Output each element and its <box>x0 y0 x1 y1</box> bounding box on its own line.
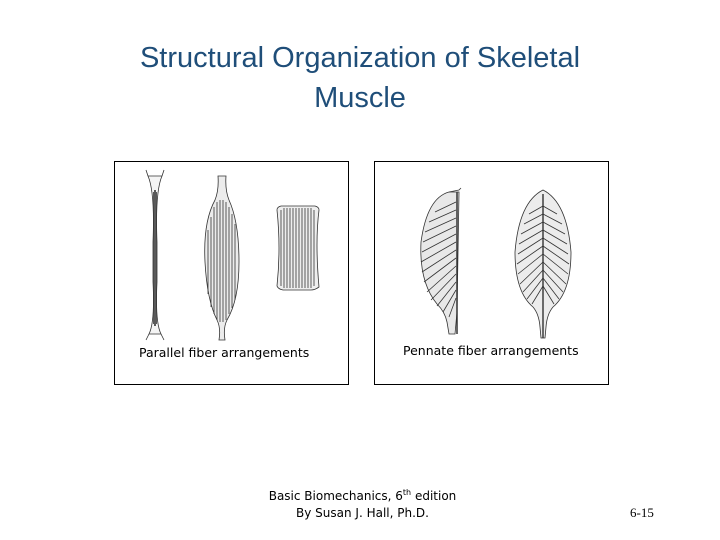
title-line-2: Muscle <box>314 82 406 114</box>
pennate-fiber-panel: Pennate fiber arrangements <box>374 161 609 385</box>
page-number: 6-15 <box>630 505 654 520</box>
footer-edition-sup: th <box>402 488 412 497</box>
footer-line-2: By Susan J. Hall, Ph.D. <box>296 506 429 520</box>
pennate-caption: Pennate fiber arrangements <box>403 343 579 358</box>
slide-footer: Basic Biomechanics, 6th edition By Susan… <box>200 484 525 522</box>
parallel-caption: Parallel fiber arrangements <box>139 345 310 360</box>
pennate-fiber-illustration <box>420 187 572 339</box>
slide-title: Structural Organization of Skeletal Musc… <box>60 38 660 118</box>
parallel-fiber-panel: Parallel fiber arrangements <box>114 161 349 385</box>
footer-book-title: Basic Biomechanics, 6 <box>268 489 403 503</box>
parallel-fiber-illustration <box>145 169 320 341</box>
footer-edition-suffix: edition <box>411 489 457 503</box>
footer-line-1: Basic Biomechanics, 6th edition <box>200 484 525 505</box>
title-line-1: Structural Organization of Skeletal <box>139 42 581 74</box>
